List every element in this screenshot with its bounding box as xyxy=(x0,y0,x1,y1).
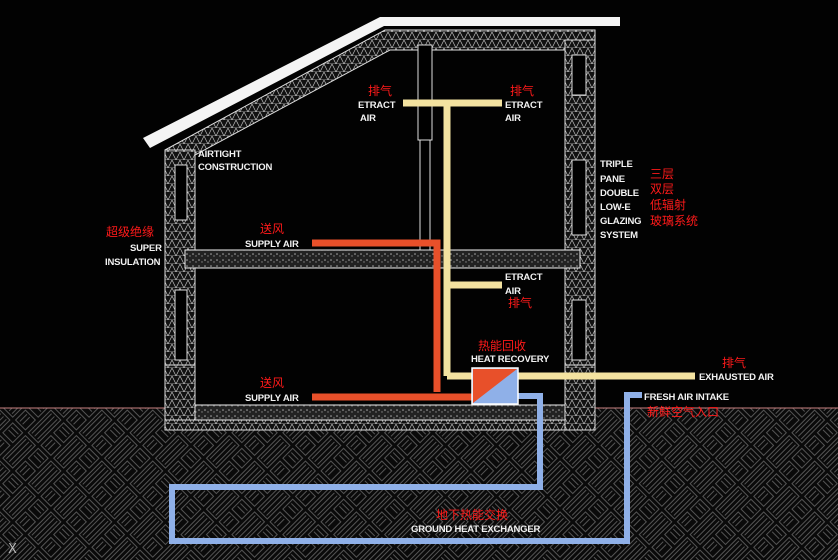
extract-top-right-en2: AIR xyxy=(505,113,521,124)
supply-duct xyxy=(312,239,474,401)
extract-mid-en2: AIR xyxy=(505,286,521,297)
triple-pane-cn: 玻璃系统 xyxy=(650,214,698,228)
supply-upper-en: SUPPLY AIR xyxy=(245,239,299,250)
supply-lower-en: SUPPLY AIR xyxy=(245,393,299,404)
triple-pane-en: PANE xyxy=(600,174,625,185)
upper-floor-slab xyxy=(184,249,581,269)
extract-top-right-cn: 排气 xyxy=(510,83,534,98)
triple-pane-cn: 三层 xyxy=(650,167,674,181)
extract-duct xyxy=(403,99,695,380)
extract-top-right-en1: ETRACT xyxy=(505,100,543,111)
exhausted-cn: 排气 xyxy=(722,355,746,370)
right-window-upper xyxy=(571,159,587,236)
triple-pane-en: TRIPLE xyxy=(600,159,633,170)
airtight-en2: CONSTRUCTION xyxy=(198,162,272,173)
left-window-lower xyxy=(174,289,188,361)
vent-stack-lower xyxy=(419,139,431,251)
fresh-air-cn: 新鲜空气入口 xyxy=(647,404,719,419)
extract-top-left-en2: AIR xyxy=(360,113,376,124)
triple-pane-cn: 双层 xyxy=(650,182,674,196)
triple-pane-cn: 低辐射 xyxy=(650,197,686,212)
airtight-en1: AIRTIGHT xyxy=(198,149,242,160)
corner-x-mark: X xyxy=(8,542,17,557)
ground-floor-slab xyxy=(194,404,566,421)
left-window-upper xyxy=(174,164,188,221)
right-window-top xyxy=(571,54,587,96)
vent-stack xyxy=(417,44,433,141)
triple-pane-en: LOW-E xyxy=(600,202,630,213)
exhausted-en: EXHAUSTED AIR xyxy=(699,372,774,383)
heat-recovery-unit xyxy=(471,367,519,405)
triple-pane-label: TRIPLE PANE DOUBLE LOW-E GLAZING SYSTEM … xyxy=(600,159,698,241)
supply-lower-cn: 送风 xyxy=(260,375,284,390)
triple-pane-en: GLAZING xyxy=(600,216,641,227)
fresh-air-duct xyxy=(169,392,642,544)
supply-upper-cn: 送风 xyxy=(260,221,284,236)
super-insulation-en2: INSULATION xyxy=(105,257,161,268)
ground-hx-cn: 地下热能交换 xyxy=(436,507,508,522)
extract-top-left-cn: 排气 xyxy=(368,83,392,98)
foundation-left xyxy=(164,364,196,426)
super-insulation-en1: SUPER xyxy=(130,243,162,254)
right-window-lower xyxy=(571,299,587,361)
ground-hx-en: GROUND HEAT EXCHANGER xyxy=(411,524,540,535)
triple-pane-en: SYSTEM xyxy=(600,230,638,241)
fresh-air-en: FRESH AIR INTAKE xyxy=(644,392,729,403)
foundation-base xyxy=(164,419,596,431)
heat-recovery-en: HEAT RECOVERY xyxy=(471,354,550,365)
extract-top-left-en1: ETRACT xyxy=(358,100,396,111)
extract-mid-en1: ETRACT xyxy=(505,272,543,283)
extract-mid-cn: 排气 xyxy=(508,295,532,310)
super-insulation-cn: 超级绝缘 xyxy=(106,224,154,239)
triple-pane-en: DOUBLE xyxy=(600,188,639,199)
heat-recovery-cn: 热能回收 xyxy=(478,339,526,353)
